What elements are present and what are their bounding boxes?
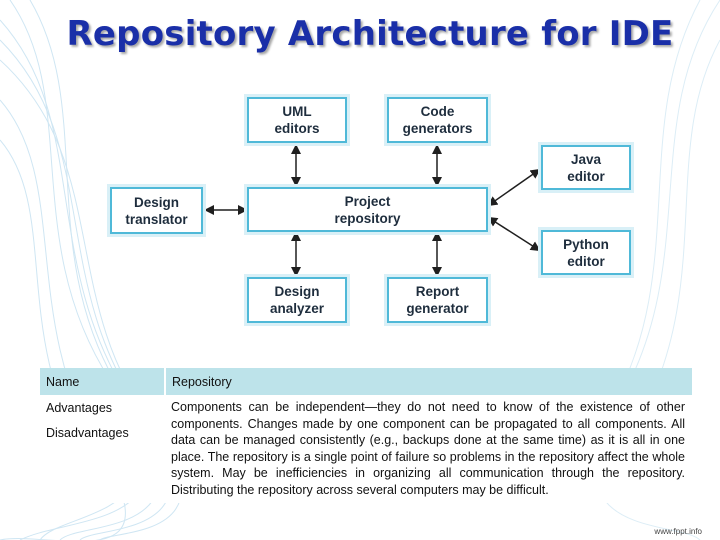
header-name-cell: Name [40, 368, 166, 395]
disadvantages-row: Disadvantages [40, 425, 693, 503]
table-header-row: Name Repository [40, 368, 694, 395]
advantages-row: Advantages Components can be independent… [40, 395, 693, 503]
design-analyzer-node: Design analyzer [247, 277, 347, 323]
disadvantages-text: The repository is a single point of fail… [171, 449, 686, 497]
report-generator-node: Report generator [387, 277, 488, 323]
arrow-repository-python [487, 216, 541, 252]
slide-title: Repository Architecture for IDE [66, 14, 674, 54]
advantages-label: Advantages [40, 395, 165, 426]
description-cell: Components can be independent—they do no… [165, 395, 693, 503]
code-generators-node: Code generators [387, 97, 488, 143]
python-editor-node: Python editor [541, 230, 631, 275]
disadvantages-label: Disadvantages [40, 425, 165, 503]
arrow-repository-java [487, 168, 541, 207]
design-translator-node: Design translator [110, 187, 203, 234]
java-editor-node: Java editor [541, 145, 631, 190]
project-repository-node: Project repository [247, 187, 488, 232]
header-repository-cell: Repository [165, 368, 694, 395]
uml-editors-node: UML editors [247, 97, 347, 143]
advantages-text: Components can be independent—they do no… [171, 400, 685, 464]
footer-watermark: www.fppt.info [654, 527, 702, 536]
repository-pattern-table: Name Repository Advantages Components ca… [40, 368, 694, 503]
